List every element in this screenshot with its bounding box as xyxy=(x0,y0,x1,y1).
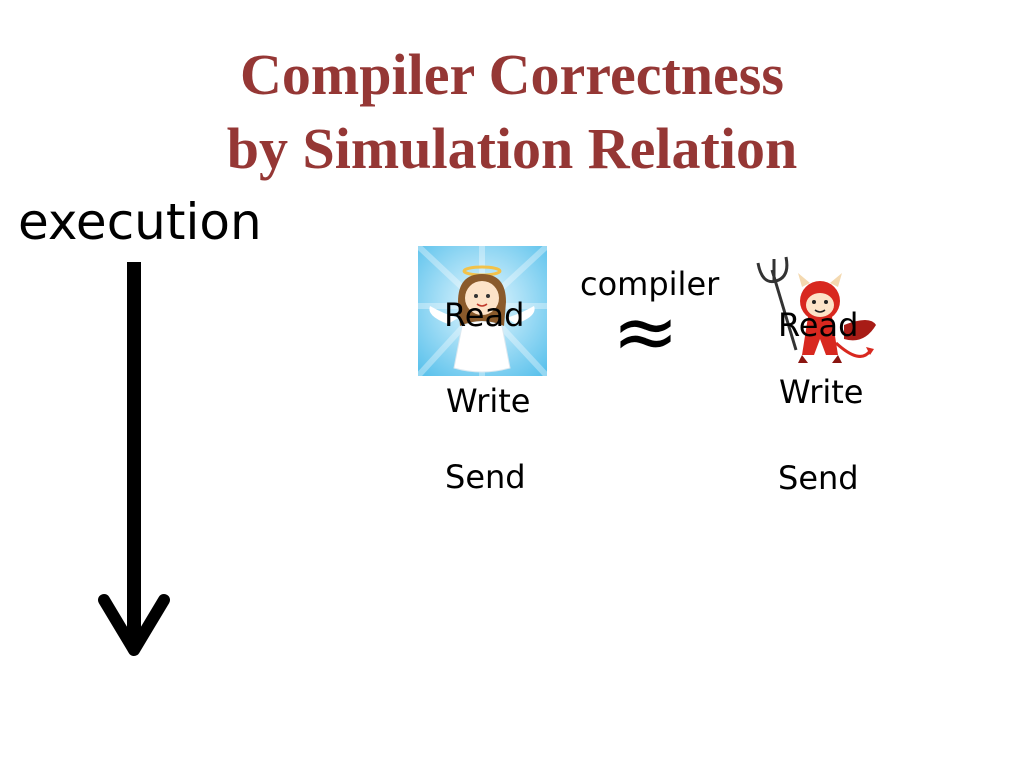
angel-icon xyxy=(418,246,547,376)
target-op-write: Write xyxy=(779,373,864,411)
target-op-send: Send xyxy=(778,459,859,497)
slide-title: Compiler Correctness by Simulation Relat… xyxy=(0,38,1024,186)
title-line-1: Compiler Correctness xyxy=(240,42,784,107)
target-op-read: Read xyxy=(778,306,859,344)
source-op-read: Read xyxy=(444,296,525,334)
execution-label: execution xyxy=(18,193,262,251)
source-op-write: Write xyxy=(446,382,531,420)
devil-icon xyxy=(756,256,876,363)
compiler-label: compiler xyxy=(580,265,720,303)
execution-arrow-icon xyxy=(98,262,170,656)
approx-symbol: ≈ xyxy=(612,285,680,378)
source-op-send: Send xyxy=(445,458,526,496)
title-line-2: by Simulation Relation xyxy=(226,116,798,181)
